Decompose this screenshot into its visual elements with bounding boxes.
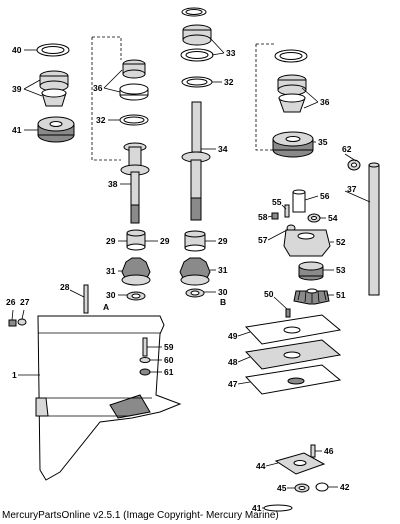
- callout-39: 39: [12, 84, 22, 94]
- callout-33: 33: [226, 48, 236, 58]
- callout-51: 51: [336, 290, 346, 300]
- part-32-race-center: [181, 76, 213, 88]
- part-59-stud: [142, 337, 148, 357]
- callout-52: 52: [336, 237, 346, 247]
- callout-42: 41: [252, 503, 262, 513]
- callout-38: 38: [108, 179, 118, 189]
- copyright-footer: MercuryPartsOnline v2.5.1 (Image Copyrig…: [2, 510, 279, 521]
- part-58-screw: [271, 212, 279, 220]
- part-60-washer: [139, 357, 151, 363]
- sublabel-a: A: [103, 302, 109, 312]
- part-56-sleeve: [292, 189, 306, 213]
- part-53-insert: [298, 261, 324, 281]
- callout-47: 47: [228, 379, 238, 389]
- part-45-seal: [294, 483, 310, 493]
- callout-27: 27: [20, 297, 30, 307]
- callout-32-left: 32: [96, 115, 106, 125]
- part-26-screw: [8, 319, 17, 327]
- callout-48: 48: [228, 357, 238, 367]
- part-36-bearing-right: [274, 49, 308, 113]
- part-31-pinion-left: [121, 257, 151, 286]
- callout-58: 58: [258, 212, 268, 222]
- callout-40: 41: [12, 125, 22, 135]
- callout-26: 26: [6, 297, 16, 307]
- callout-28: 28: [60, 282, 70, 292]
- part-41-seal-ring: [36, 43, 70, 57]
- part-54-seal: [307, 213, 321, 223]
- callout-1: 1: [12, 370, 17, 380]
- callout-31-center: 31: [218, 265, 228, 275]
- callout-32-center: 32: [224, 77, 234, 87]
- part-50-key: [285, 308, 291, 318]
- sublabel-b: B: [220, 297, 226, 307]
- callout-62: 62: [342, 144, 352, 154]
- callout-61: 61: [164, 367, 174, 377]
- part-27-washer: [17, 318, 27, 326]
- part-40-gear: [37, 116, 75, 143]
- callout-50: 50: [264, 289, 274, 299]
- part-48-plate: [244, 339, 342, 370]
- part-38-shaft-left: [120, 142, 150, 224]
- callout-55: 55: [272, 197, 282, 207]
- callout-29-right: 29: [218, 236, 228, 246]
- callout-56: 56: [320, 191, 330, 201]
- part-29-bearing-left: [126, 229, 146, 251]
- callout-53: 53: [336, 265, 346, 275]
- part-47-gasket: [244, 364, 342, 395]
- part-35-gear: [272, 131, 314, 158]
- callout-29-left: 29: [106, 236, 116, 246]
- callout-37: 37: [347, 184, 357, 194]
- part-37-water-tube: [368, 162, 380, 296]
- part-46-dowel: [310, 444, 316, 458]
- callout-45: 45: [277, 483, 287, 493]
- callout-31-left: 31: [106, 266, 116, 276]
- part-34-driveshaft: [181, 101, 211, 221]
- part-55-dowel: [284, 204, 290, 218]
- callout-36-right: 36: [320, 97, 330, 107]
- callout-46: 46: [324, 446, 334, 456]
- callout-41: 40: [12, 45, 22, 55]
- part-36-bearing-left: [119, 59, 149, 101]
- part-29-bearing-center: [184, 230, 206, 252]
- callout-36-left: 36: [93, 83, 103, 93]
- part-51-impeller: [293, 288, 330, 305]
- callout-57: 57: [258, 235, 268, 245]
- part-32-race-left: [119, 114, 149, 126]
- part-52-pump-housing: [283, 229, 331, 257]
- callout-34: 34: [218, 144, 228, 154]
- part-31-pinion-center: [179, 257, 211, 286]
- part-61-nut: [139, 368, 151, 376]
- part-30-nut-b: [185, 288, 205, 298]
- callout-43: 42: [340, 482, 350, 492]
- callout-49: 49: [228, 331, 238, 341]
- part-30-nut-a: [126, 291, 146, 301]
- callout-54: 54: [328, 213, 338, 223]
- callout-35: 35: [318, 137, 328, 147]
- part-62-grommet: [347, 159, 361, 171]
- callout-29-center: 29: [160, 236, 170, 246]
- part-1-gearcase: [35, 315, 182, 481]
- part-44-retainer: [274, 452, 326, 475]
- leader-lines: [11, 37, 371, 509]
- callout-30-a: 30: [106, 290, 116, 300]
- part-43-o-ring: [315, 482, 329, 492]
- part-39-bearing: [39, 70, 69, 107]
- callout-60: 60: [164, 355, 174, 365]
- part-28-stud: [83, 284, 89, 314]
- callout-44: 44: [256, 461, 266, 471]
- part-49-gasket: [244, 314, 342, 345]
- callout-30-b: 30: [218, 287, 228, 297]
- callout-59: 59: [164, 342, 174, 352]
- part-33-bearing-top: [180, 7, 214, 62]
